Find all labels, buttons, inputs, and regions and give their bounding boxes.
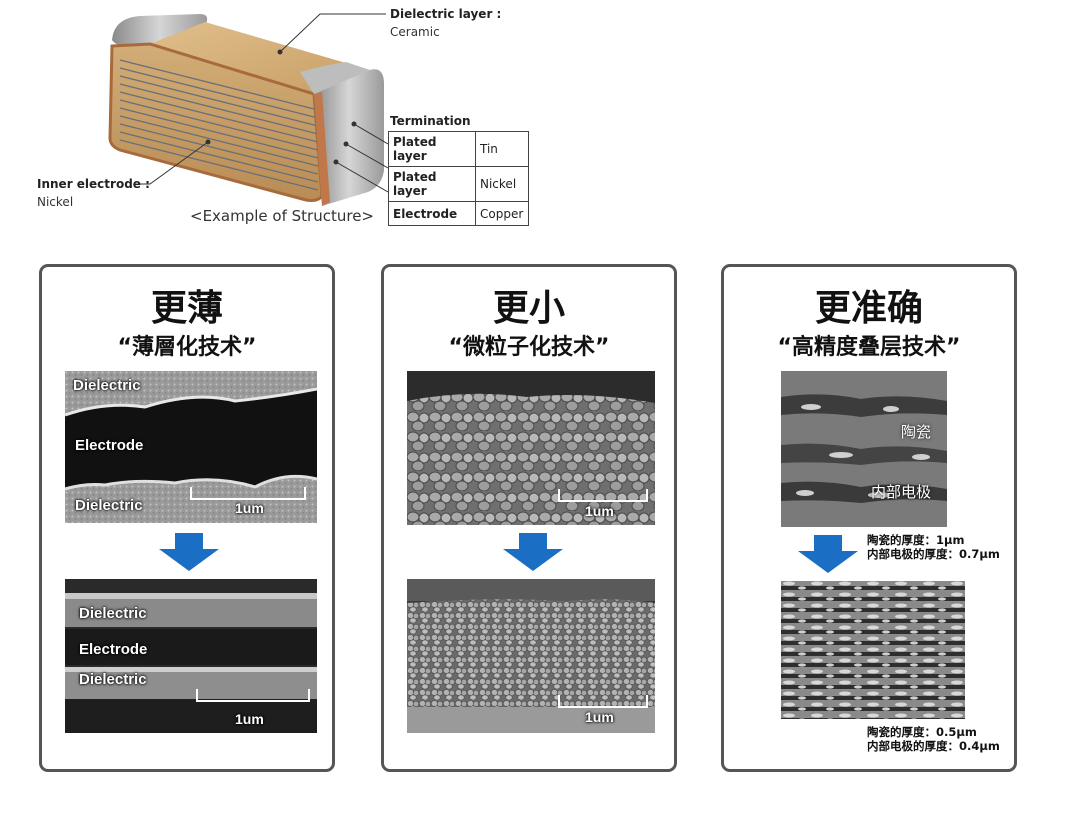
down-arrow-icon	[798, 535, 858, 573]
electrode-thickness: 内部电极的厚度：0.4μm	[867, 739, 1000, 753]
inner-electrode-material: Nickel	[37, 195, 74, 209]
table-row: Plated layer Tin	[388, 131, 529, 167]
panel-smaller: 更小 “微粒子化技术” 1um	[381, 264, 677, 772]
panel-thinner: 更薄 “薄層化技术” Dielectric Electrode Dielectr…	[39, 264, 335, 772]
dielectric-material: Ceramic	[390, 25, 440, 39]
layer-name: Electrode	[388, 201, 476, 226]
layer-label: Dielectric	[79, 605, 147, 622]
panel-title: 更薄	[150, 288, 223, 329]
electrode-thickness: 内部电极的厚度：0.7μm	[867, 547, 1000, 561]
layer-name: Plated layer	[388, 131, 476, 167]
down-arrow-icon	[159, 533, 219, 571]
inner-electrode-title: Inner electrode :	[37, 177, 150, 191]
layer-label: 陶瓷	[901, 423, 932, 441]
sem-image-after: 1um	[407, 579, 655, 733]
ceramic-thickness: 陶瓷的厚度：1μm	[867, 533, 965, 547]
panel-subtitle: “薄層化技术”	[117, 335, 257, 360]
termination-table: Plated layer Tin Plated layer Nickel Ele…	[388, 131, 529, 226]
scale-bar-label: 1um	[585, 503, 614, 519]
structure-caption: <Example of Structure>	[190, 207, 374, 225]
layer-label: Dielectric	[79, 671, 147, 688]
scale-bar-label: 1um	[235, 500, 264, 516]
layer-label: Electrode	[75, 437, 144, 454]
scale-bar-label: 1um	[235, 711, 264, 727]
capacitor-illustration	[108, 13, 389, 206]
sem-image-before: Dielectric Electrode Dielectric 1um	[65, 371, 317, 523]
thickness-note-before: 陶瓷的厚度：1μm 内部电极的厚度：0.7μm	[867, 533, 1000, 561]
layer-material: Tin	[475, 131, 529, 167]
panel-title: 更准确	[814, 288, 923, 329]
layer-label: 内部电极	[871, 483, 932, 501]
panel-more-accurate: 更准确 “高精度叠层技术” 陶瓷 内部电极 陶瓷的厚度：1μm 内部电极的厚度：…	[721, 264, 1017, 772]
table-row: Plated layer Nickel	[388, 166, 529, 202]
sem-image-after: Dielectric Electrode Dielectric 1um	[65, 579, 317, 733]
layer-label: Electrode	[79, 641, 148, 658]
table-row: Electrode Copper	[388, 201, 529, 226]
layer-label: Dielectric	[75, 497, 143, 514]
dielectric-title: Dielectric layer :	[390, 7, 502, 21]
capacitor-structure-diagram: Dielectric layer : Ceramic Termination P…	[0, 0, 620, 240]
termination-title: Termination	[390, 114, 471, 128]
panel-subtitle: “高精度叠层技术”	[777, 335, 961, 360]
panel-title: 更小	[492, 288, 565, 329]
layer-material: Copper	[475, 201, 529, 226]
down-arrow-icon	[503, 533, 563, 571]
thickness-note-after: 陶瓷的厚度：0.5μm 内部电极的厚度：0.4μm	[867, 725, 1000, 753]
panel-subtitle: “微粒子化技术”	[448, 335, 610, 360]
layer-name: Plated layer	[388, 166, 476, 202]
sem-image-before: 陶瓷 内部电极	[781, 371, 947, 527]
layer-material: Nickel	[475, 166, 529, 202]
layer-label: Dielectric	[73, 377, 141, 394]
ceramic-thickness: 陶瓷的厚度：0.5μm	[867, 725, 977, 739]
scale-bar-label: 1um	[585, 709, 614, 725]
sem-image-before: 1um	[407, 371, 655, 525]
sem-image-after	[781, 581, 965, 719]
